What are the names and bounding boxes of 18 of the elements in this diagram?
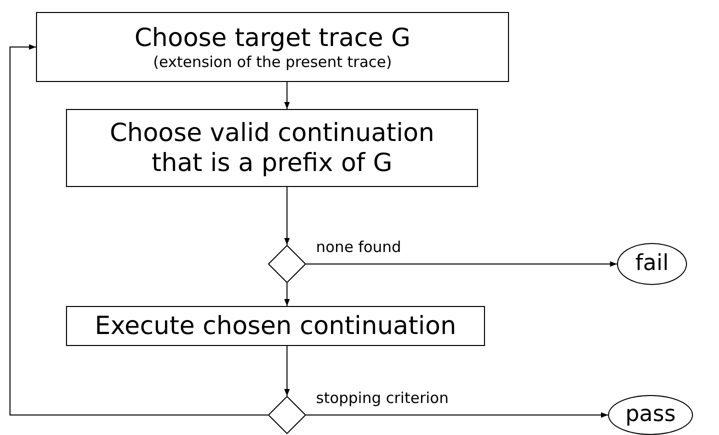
- arrow: [284, 282, 290, 306]
- arrow: [10, 44, 268, 416]
- node-title: fail: [635, 250, 669, 278]
- arrow: [284, 346, 290, 396]
- arrow: [306, 412, 608, 418]
- process-box: [66, 306, 485, 346]
- node-title: Execute chosen continuation: [94, 311, 456, 341]
- node-subtitle: (extension of the present trace): [153, 52, 392, 72]
- arrow: [284, 186, 290, 246]
- process-box: [66, 109, 478, 187]
- node-title: pass: [625, 401, 676, 429]
- arrow: [306, 261, 618, 267]
- process-box: [36, 12, 509, 82]
- node-title: Choose target trace G: [134, 22, 411, 53]
- node-title: Choose valid continuation that is a prefix of G: [108, 118, 436, 178]
- arrow: [284, 82, 290, 110]
- decision-diamond: [268, 245, 306, 283]
- decision-diamond: [268, 396, 306, 434]
